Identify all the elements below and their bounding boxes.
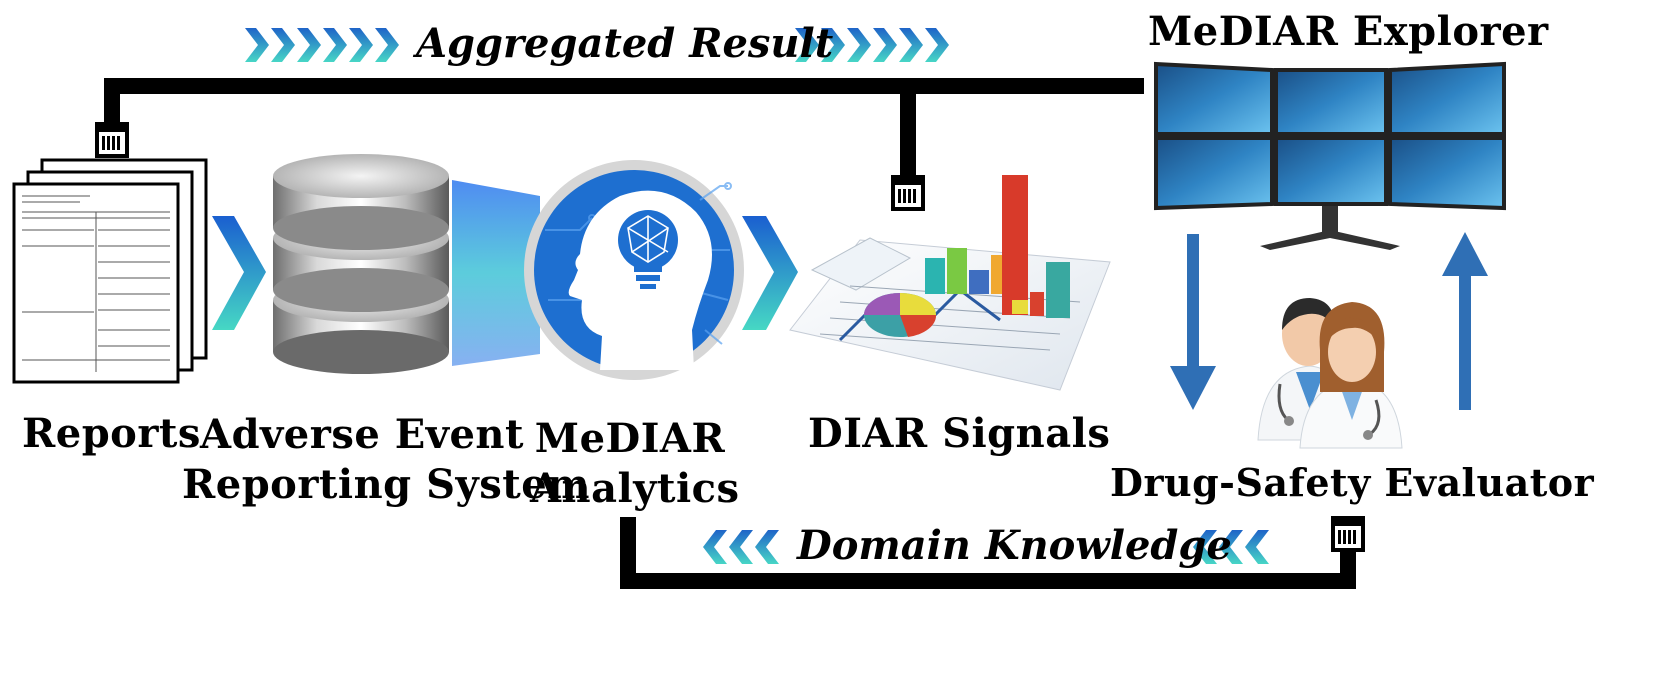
aers-label: Adverse Event Reporting System (182, 410, 590, 510)
arrow-up-icon (1442, 232, 1488, 410)
aggregated-result-line (95, 78, 1144, 211)
plug-icon (95, 122, 129, 158)
arrow-down-icon (1170, 234, 1216, 410)
signals-label: DIAR Signals (808, 410, 1111, 457)
monitor-wall-icon (1154, 61, 1506, 250)
plug-icon (1331, 516, 1365, 552)
domain-knowledge-line (620, 516, 1365, 589)
domain-knowledge-label: Domain Knowledge (797, 522, 1232, 569)
chevrons-left-left-group (703, 530, 779, 564)
charts-icon (789, 175, 1111, 391)
explorer-label: MeDIAR Explorer (1148, 8, 1549, 55)
plug-icon (891, 175, 925, 211)
database-icon (273, 154, 449, 374)
aers-label-line2: Reporting System (182, 461, 590, 508)
chevrons-right-left-group (245, 28, 399, 62)
flow-arrow-1 (212, 216, 266, 330)
funnel-shape (452, 180, 540, 366)
flow-arrow-2 (742, 216, 798, 330)
aers-label-line1: Adverse Event (200, 411, 524, 458)
document-stack-icon (12, 158, 208, 384)
brain-lightbulb-icon (524, 160, 744, 380)
analytics-label-line2: Analytics (530, 465, 740, 512)
doctors-icon (1257, 298, 1403, 449)
analytics-label-line1: MeDIAR (534, 415, 726, 462)
reports-label: Reports (22, 410, 201, 457)
evaluator-label: Drug-Safety Evaluator (1110, 460, 1595, 505)
aggregated-result-label: Aggregated Result (416, 20, 834, 67)
analytics-label: MeDIAR Analytics (530, 414, 740, 514)
